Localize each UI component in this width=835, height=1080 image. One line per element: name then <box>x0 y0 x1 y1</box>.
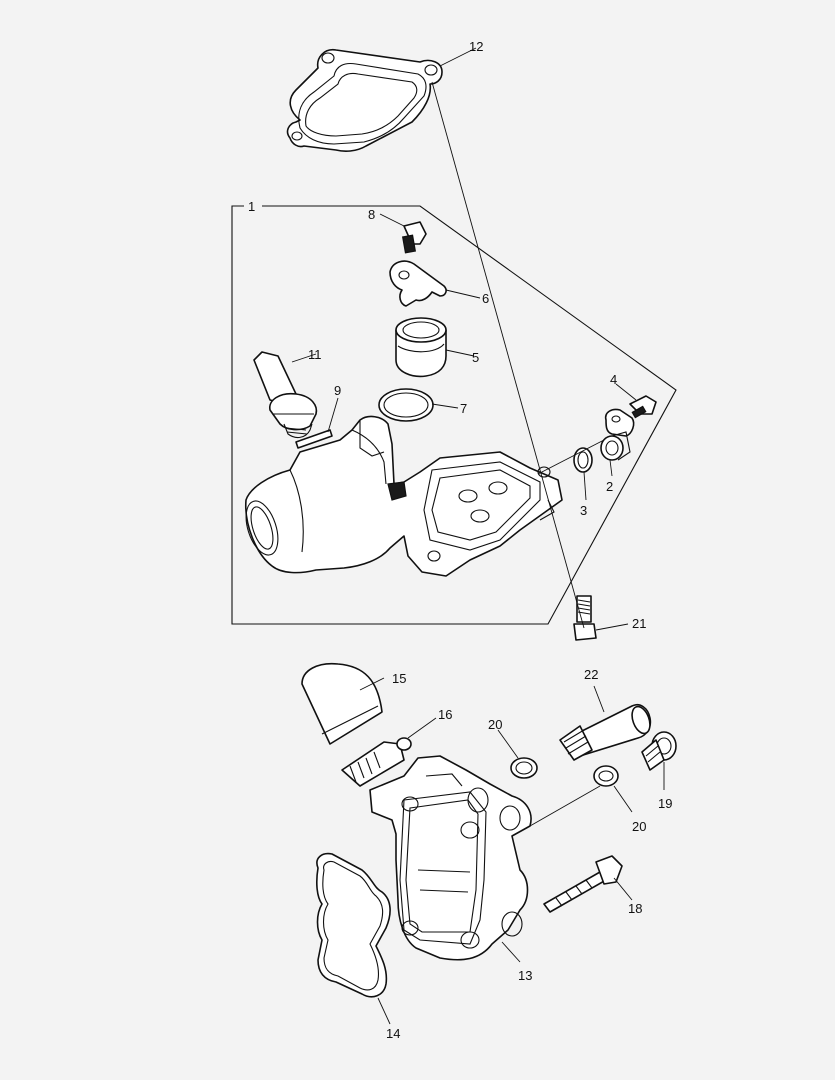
callout-14: 14 <box>386 1026 400 1041</box>
group-1-outline <box>231 205 677 625</box>
callout-13: 13 <box>518 968 532 983</box>
callout-15: 15 <box>392 671 406 686</box>
part-11-fitting <box>253 351 318 439</box>
part-6-clamp-plate <box>389 260 447 307</box>
part-5-thermostat <box>395 317 447 378</box>
callout-labels: 1 12 8 6 5 7 11 9 4 2 3 21 15 16 20 22 1… <box>248 39 672 1041</box>
part-7-o-ring <box>378 388 434 422</box>
part-4-bolt <box>629 395 657 419</box>
callout-21: 21 <box>632 616 646 631</box>
part-19-plug <box>641 731 677 771</box>
part-22-pipe <box>559 703 652 761</box>
part-20-washer-lower <box>593 765 619 787</box>
leader-lines <box>291 47 665 1025</box>
part-9-seal <box>295 429 333 449</box>
callout-1: 1 <box>248 199 255 214</box>
callout-18: 18 <box>628 901 642 916</box>
callout-6: 6 <box>482 291 489 306</box>
part-16-sensor <box>341 737 412 787</box>
part-20-washer-upper <box>510 757 538 779</box>
callout-7: 7 <box>460 401 467 416</box>
part-15-cap <box>301 662 383 745</box>
part-14-gasket <box>316 852 391 998</box>
part-12-gasket <box>286 48 443 152</box>
part-13-housing <box>369 755 532 961</box>
callout-8: 8 <box>368 207 375 222</box>
callout-16: 16 <box>438 707 452 722</box>
callout-5: 5 <box>472 350 479 365</box>
callout-19: 19 <box>658 796 672 811</box>
thermostat-housing <box>245 415 563 577</box>
callout-9: 9 <box>334 383 341 398</box>
part-8-bolt <box>401 221 427 254</box>
callout-20-upper: 20 <box>488 717 502 732</box>
callout-22: 22 <box>584 667 598 682</box>
part-2-plug <box>600 431 631 461</box>
callout-11: 11 <box>308 347 322 362</box>
callout-12: 12 <box>469 39 483 54</box>
part-3-o-ring <box>573 447 593 473</box>
callout-20-lower: 20 <box>632 819 646 834</box>
callout-2: 2 <box>606 479 613 494</box>
callout-4: 4 <box>610 372 617 387</box>
callout-3: 3 <box>580 503 587 518</box>
part-bracket-plate <box>604 408 635 437</box>
part-18-bolt <box>543 855 623 913</box>
